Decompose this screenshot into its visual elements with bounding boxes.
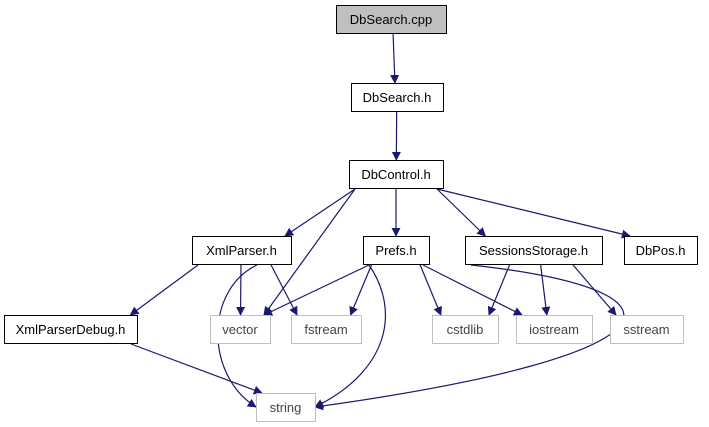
node-dbpos-h[interactable]: DbPos.h: [624, 236, 698, 265]
node-label: sstream: [623, 322, 669, 337]
node-label: string: [270, 400, 302, 415]
node-box: [192, 236, 292, 265]
node-label: DbSearch.cpp: [350, 12, 432, 27]
node-box: [516, 315, 593, 344]
node-dbcontrol-h[interactable]: DbControl.h: [349, 160, 444, 189]
node-label: fstream: [304, 322, 347, 337]
node-vector: vector: [210, 315, 271, 344]
node-label: DbControl.h: [361, 167, 430, 182]
node-box: [256, 393, 316, 422]
node-box: [624, 236, 698, 265]
node-xmlparserdebug-h[interactable]: XmlParserDebug.h: [4, 315, 138, 344]
node-label: iostream: [529, 322, 579, 337]
edge-dbcontrol-h-to-dbpos-h: [436, 188, 631, 239]
node-fstream: fstream: [291, 315, 362, 344]
edge-sessionsstorage-h-to-cstdlib: [487, 264, 511, 316]
node-label: DbPos.h: [636, 243, 686, 258]
node-label: vector: [222, 322, 258, 337]
node-label: Prefs.h: [375, 243, 416, 258]
edge-xmlparser-h-to-fstream: [270, 264, 298, 316]
nodes: DbSearch.cpp DbSearch.h DbControl.h XmlP…: [4, 5, 698, 422]
edge-prefs-h-to-string: [314, 264, 387, 408]
node-sessionsstorage-h[interactable]: SessionsStorage.h: [465, 236, 603, 265]
node-label: DbSearch.h: [363, 90, 432, 105]
node-box: [363, 236, 430, 265]
node-label: SessionsStorage.h: [479, 243, 588, 258]
node-dbsearch-h[interactable]: DbSearch.h: [351, 83, 444, 112]
node-prefs-h[interactable]: Prefs.h: [363, 236, 430, 265]
edge-xmlparserdebug-h-to-string: [130, 343, 263, 395]
node-xmlparser-h[interactable]: XmlParser.h: [192, 236, 292, 265]
edge-dbcontrol-h-to-xmlparser-h: [284, 188, 356, 237]
edge-prefs-h-to-cstdlib: [419, 264, 442, 316]
edge-sessionsstorage-h-to-iostream: [540, 264, 551, 316]
edge-dbcontrol-h-to-vector: [263, 188, 356, 316]
node-iostream: iostream: [516, 315, 593, 344]
node-box: [465, 236, 603, 265]
edge-xmlparser-h-to-xmlparserdebug-h: [129, 264, 199, 316]
edges: [129, 33, 631, 411]
node-box: [432, 315, 499, 344]
edge-prefs-h-to-fstream: [349, 264, 373, 316]
edge-dbsearch-cpp-to-dbsearch-h: [390, 33, 400, 84]
edge-prefs-h-to-vector: [263, 264, 370, 316]
node-box: [336, 5, 447, 34]
node-box: [4, 315, 138, 344]
node-box: [349, 160, 444, 189]
edge-prefs-h-to-iostream: [422, 264, 523, 316]
node-box: [351, 83, 444, 112]
node-dbsearch-cpp[interactable]: DbSearch.cpp: [336, 5, 447, 34]
node-label: XmlParser.h: [206, 243, 277, 258]
node-label: cstdlib: [447, 322, 484, 337]
node-box: [210, 315, 271, 344]
node-sstream: sstream: [610, 315, 684, 344]
edge-dbcontrol-h-to-sessionsstorage-h: [436, 188, 487, 237]
node-string: string: [256, 393, 316, 422]
node-box: [610, 315, 684, 344]
node-label: XmlParserDebug.h: [16, 322, 126, 337]
node-cstdlib: cstdlib: [432, 315, 499, 344]
node-box: [291, 315, 362, 344]
